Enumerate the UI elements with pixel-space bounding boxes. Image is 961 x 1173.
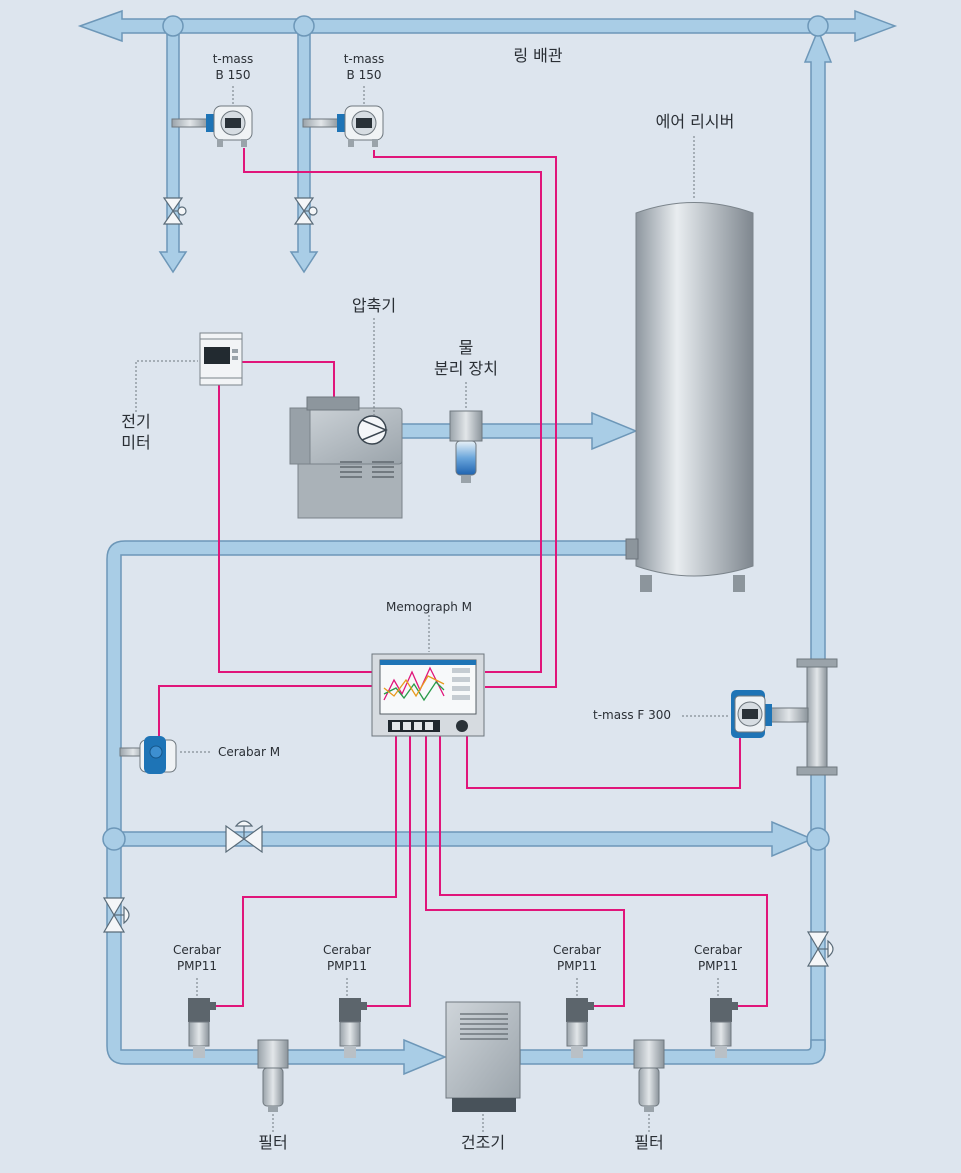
tmass-b150-sensor-2 — [302, 105, 384, 147]
cerabar-pmp11-sensor-1 — [188, 998, 216, 1058]
junction-bypass-right — [806, 827, 830, 851]
signal-line-pmp11-1 — [214, 736, 397, 1007]
signal-wiring — [158, 148, 768, 1007]
signal-line-pmp11-3 — [425, 736, 625, 1007]
signal-line-tmass-b150-2 — [373, 150, 557, 688]
tmass-f300-flowmeter — [731, 658, 838, 776]
junction-ring-right — [807, 15, 829, 37]
dryer-outlet-pipe — [519, 1039, 826, 1065]
memograph-recorder — [371, 653, 485, 737]
tank-outlet-port — [625, 538, 639, 560]
compressor-label: 압축기 — [351, 296, 397, 315]
valves — [102, 197, 834, 967]
tmass-b150-1-label: t-mass B 150 — [212, 52, 254, 82]
ring-pipe — [77, 9, 898, 43]
filter-right-unit — [633, 1039, 665, 1112]
compressor-unit — [289, 396, 403, 519]
energy-meter-device — [199, 332, 243, 386]
signal-line-tmass-f300 — [466, 735, 741, 789]
branch-pipe-left — [158, 32, 188, 274]
cerabar-pmp11-3-label: Cerabar PMP11 — [553, 943, 601, 973]
label-leader-lines — [135, 86, 729, 1132]
valve-bypass — [225, 820, 263, 854]
signal-line-cerabar-m — [158, 685, 373, 737]
signal-line-pmp11-4 — [439, 736, 768, 1007]
filter-left-label: 필터 — [258, 1133, 288, 1152]
cerabar-pmp11-4-label: Cerabar PMP11 — [694, 943, 742, 973]
cerabar-m-sensor — [119, 736, 177, 774]
valve-loop-left — [102, 897, 130, 933]
cerabar-pmp11-sensor-2 — [339, 998, 367, 1058]
dryer-label: 건조기 — [460, 1133, 506, 1152]
energy-meter-label: 전기 미터 — [121, 412, 151, 452]
cerabar-pmp11-2-label: Cerabar PMP11 — [323, 943, 371, 973]
ring-pipe-label: 링 배관 — [513, 46, 563, 65]
signal-line-tmass-b150-1 — [243, 148, 542, 673]
water-separator-label: 물 분리 장치 — [434, 338, 498, 378]
water-separator — [449, 410, 483, 483]
dryer-unit — [445, 1001, 521, 1112]
right-riser-pipe — [803, 28, 833, 1051]
signal-line-pmp11-2 — [365, 736, 411, 1007]
junction-ring-middle — [293, 15, 315, 37]
junction-bypass-left — [102, 827, 126, 851]
valve-branch-left — [162, 197, 187, 225]
bypass-pipe — [120, 820, 814, 858]
compressor-vent — [340, 461, 394, 478]
tmass-b150-sensor-1 — [171, 105, 253, 147]
junction-ring-left — [162, 15, 184, 37]
air-receiver-tank — [625, 202, 754, 592]
tmass-f300-label: t-mass F 300 — [592, 708, 672, 722]
branch-pipe-right — [289, 32, 319, 274]
cerabar-pmp11-1-label: Cerabar PMP11 — [173, 943, 221, 973]
pipe-junctions — [102, 15, 830, 851]
air-receiver-label: 에어 리시버 — [655, 112, 735, 131]
cerabar-pmp11-sensor-3 — [566, 998, 594, 1058]
tmass-b150-2-label: t-mass B 150 — [343, 52, 385, 82]
main-loop-pipe — [106, 540, 637, 1076]
memograph-navigator-knob — [456, 720, 468, 732]
signal-line-energy-to-compressor — [236, 361, 335, 397]
filter-right-label: 필터 — [634, 1133, 664, 1152]
cerabar-m-label: Cerabar M — [217, 745, 281, 759]
cerabar-pmp11-sensor-4 — [710, 998, 738, 1058]
valve-riser — [806, 931, 834, 967]
pipe-network — [77, 9, 898, 1076]
valve-branch-right — [293, 197, 318, 225]
signal-line-energy-meter — [218, 384, 373, 673]
filter-left-unit — [257, 1039, 289, 1112]
memograph-label: Memograph M — [385, 600, 473, 614]
